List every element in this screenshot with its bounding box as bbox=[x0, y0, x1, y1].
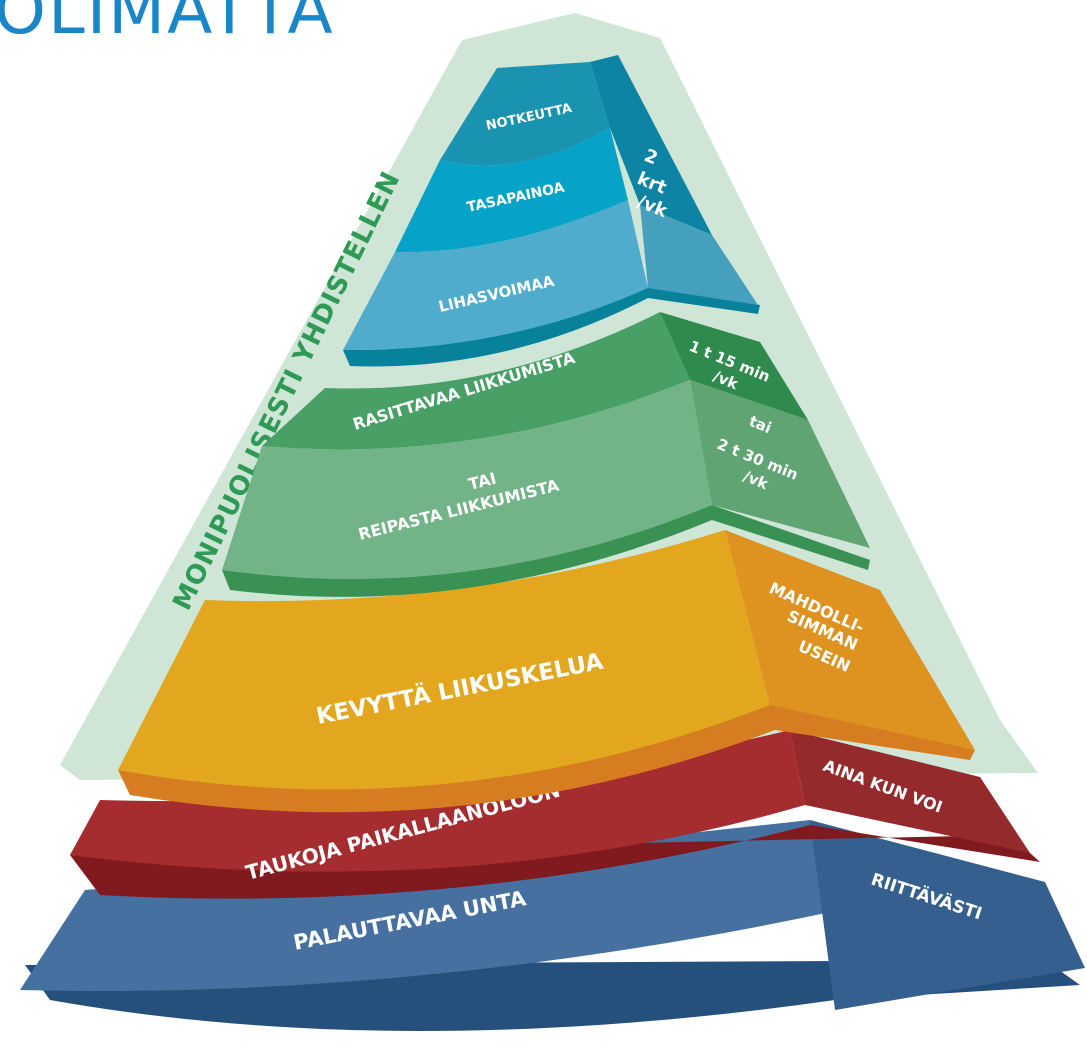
breaks-bottom-edge bbox=[70, 825, 1040, 899]
aerobic-front-upper bbox=[262, 312, 690, 450]
light-side bbox=[725, 530, 975, 750]
page-title: OLIMATTA bbox=[0, 0, 335, 49]
tier-aerobic: RASITTAVAA LIIKKUMISTA TAI REIPASTA LIIK… bbox=[222, 312, 870, 597]
aerobic-front-lower bbox=[222, 380, 712, 580]
muscle-front-band-3 bbox=[343, 200, 648, 351]
light-front bbox=[118, 530, 770, 790]
sleep-side bbox=[810, 820, 1085, 1010]
tier-light: KEVYTTÄ LIIKUSKELUA MAHDOLLI- SIMMAN USE… bbox=[118, 530, 975, 813]
light-bottom-edge bbox=[118, 700, 975, 813]
muscle-front-band-2 bbox=[395, 128, 628, 253]
muscle-bottom-edge bbox=[343, 286, 760, 367]
muscle-front-band-1 bbox=[440, 62, 610, 166]
aerobic-side-dark bbox=[660, 312, 808, 420]
muscle-side-dark bbox=[590, 55, 712, 235]
aerobic-bottom-edge bbox=[222, 505, 870, 597]
muscle-side-light bbox=[640, 205, 758, 305]
aerobic-side-light bbox=[690, 380, 870, 548]
breaks-side bbox=[790, 730, 1030, 853]
tier-muscle: NOTKEUTTA TASAPAINOA LIHASVOIMAA 2 krt /… bbox=[343, 55, 760, 367]
